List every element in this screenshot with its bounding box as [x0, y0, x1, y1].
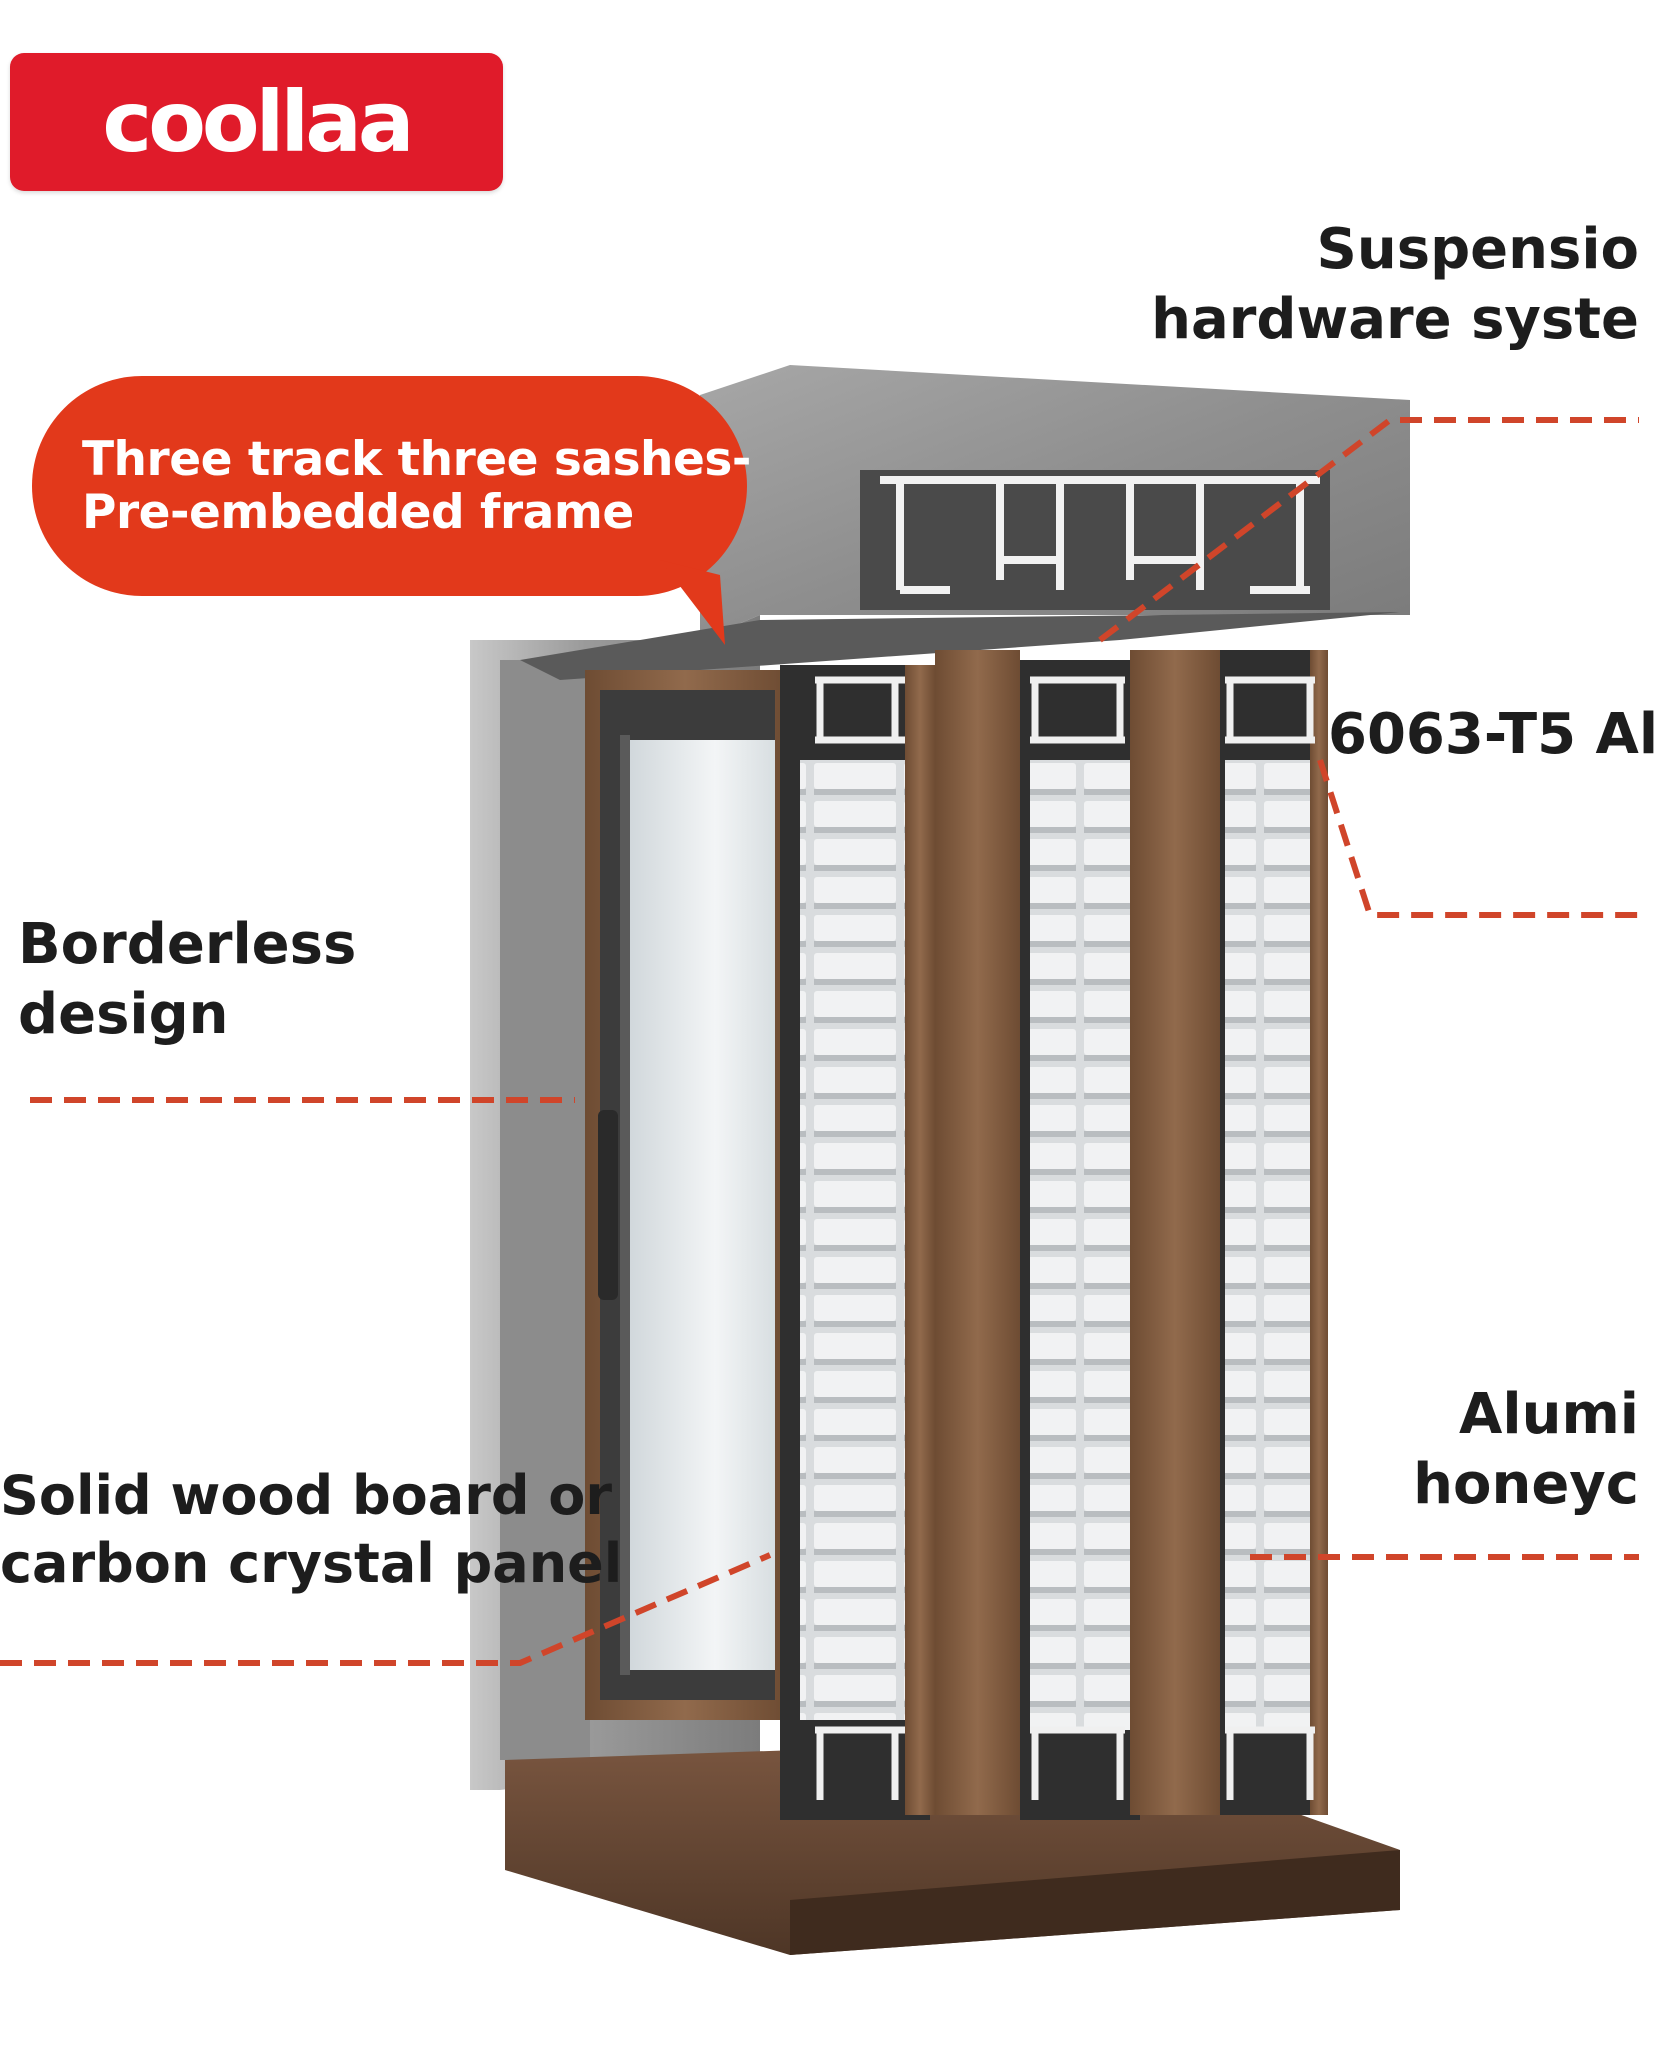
logo-text: coollaa [102, 73, 414, 171]
label-aluminum-honeycomb: Alumi honeyc [1413, 1380, 1639, 1520]
label-panel-line-2: carbon crystal panel [0, 1531, 623, 1595]
label-borderless-line-2: design [18, 982, 229, 1047]
callout-line-2: Pre-embedded frame [82, 484, 634, 540]
label-alloy: 6063-T5 Al [1328, 702, 1658, 767]
callout-text: Three track three sashes- Pre-embedded f… [82, 432, 751, 540]
label-honeycomb-line-1: Alumi [1459, 1382, 1639, 1447]
label-suspension-hardware: Suspensio hardware syste [1151, 215, 1639, 355]
label-borderless-line-1: Borderless [18, 912, 357, 977]
label-panel-line-1: Solid wood board or [0, 1464, 613, 1527]
label-suspension-line-1: Suspensio [1316, 217, 1639, 282]
label-panel-material: Solid wood board or carbon crystal panel [0, 1462, 622, 1597]
label-borderless-design: Borderless design [18, 910, 356, 1050]
label-suspension-line-2: hardware syste [1151, 287, 1639, 352]
label-honeycomb-line-2: honeyc [1413, 1452, 1639, 1517]
coollaa-logo: coollaa [10, 53, 503, 191]
callout-line-1: Three track three sashes- [82, 432, 751, 487]
